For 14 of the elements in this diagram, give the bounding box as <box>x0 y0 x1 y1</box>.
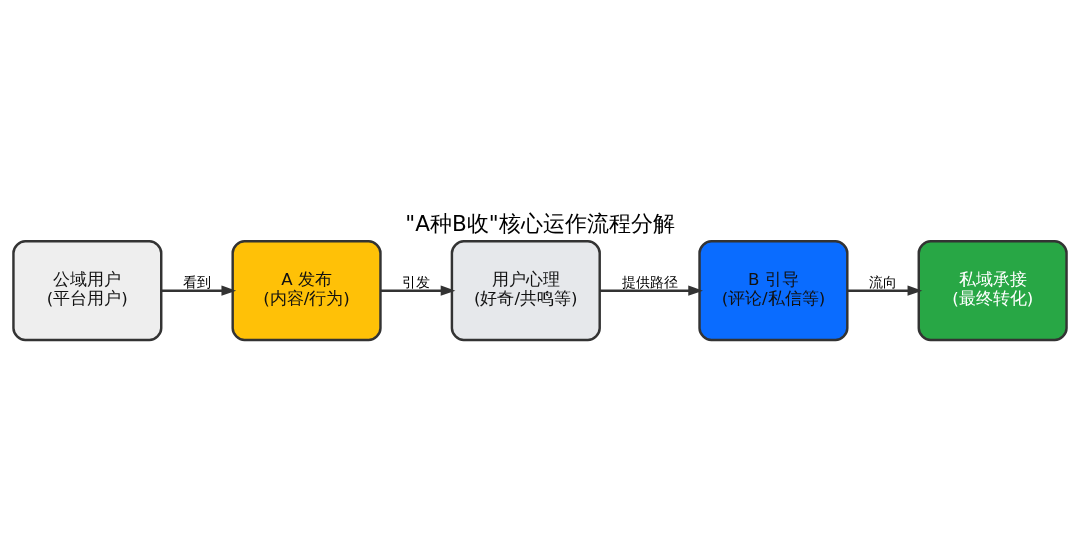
edge-label: 看到 <box>182 273 211 290</box>
arrow <box>161 285 237 296</box>
node-box: 用户心理 (好奇/共鸣等) <box>450 240 601 342</box>
arrow <box>847 285 923 296</box>
node-box: 私域承接 (最终转化) <box>917 240 1068 342</box>
node-box: 公域用户 (平台用户) <box>12 240 163 342</box>
arrow <box>599 285 703 296</box>
node-box: A 发布 (内容/行为) <box>231 240 382 342</box>
node-box: B 引导 (评论/私信等) <box>698 240 849 342</box>
arrow <box>380 285 456 296</box>
edge-label: 流向 <box>869 273 898 290</box>
diagram-title: "A种B收"核心运作流程分解 <box>405 211 675 237</box>
edge-label: 引发 <box>402 273 431 290</box>
edge-label: 提供路径 <box>621 273 678 290</box>
